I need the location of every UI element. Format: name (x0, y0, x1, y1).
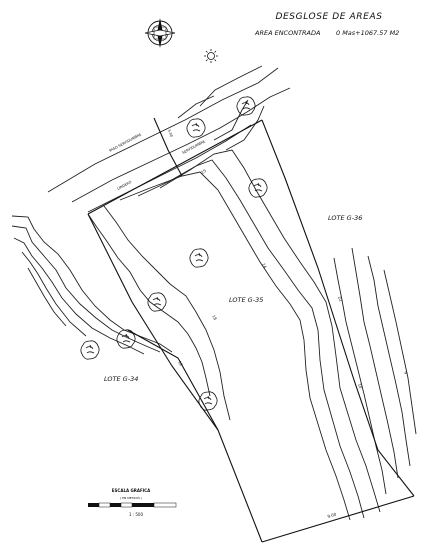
svg-text:22: 22 (337, 296, 344, 303)
lot-label-g36: LOTE G-36 (328, 214, 362, 222)
area-value: 0 Mas+1067.57 M2 (336, 29, 399, 37)
lot-label-g34: LOTE G-34 (104, 375, 138, 383)
svg-text:PASO SERVIDUMBRE: PASO SERVIDUMBRE (109, 133, 142, 153)
plan-title: DESGLOSE DE AREAS (275, 12, 382, 22)
contour-lines-middle (119, 99, 381, 521)
contour-lines-left (11, 205, 231, 421)
lot-label-g35: LOTE G-35 (229, 296, 263, 304)
area-label: AREA ENCONTRADA (254, 29, 320, 37)
svg-text:12: 12 (177, 360, 184, 367)
scale-sub: ( EN METROS ) (120, 496, 142, 500)
contour-lines-right (333, 247, 417, 495)
svg-text:LINDERO: LINDERO (117, 180, 133, 191)
tree-icon (189, 248, 209, 268)
lot-boundaries (87, 117, 415, 543)
scale-heading: ESCALA GRAFICA (112, 488, 151, 493)
tree-icon (186, 118, 206, 138)
svg-text:10: 10 (357, 383, 364, 390)
tree-icons (80, 96, 268, 411)
svg-text:15: 15 (200, 168, 207, 175)
svg-text:14: 14 (261, 262, 268, 269)
svg-text:9.00: 9.00 (327, 511, 337, 519)
tree-icon (80, 340, 100, 360)
svg-text:18: 18 (211, 314, 218, 321)
road-contours-top (47, 65, 291, 213)
graphic-scale: ESCALA GRAFICA ( EN METROS ) 1 : 500 (88, 488, 177, 517)
compass-rose-icon (144, 18, 176, 48)
sun-icon (204, 49, 218, 63)
svg-text:5.00: 5.00 (167, 129, 173, 138)
svg-text:9: 9 (403, 371, 409, 376)
scale-ratio: 1 : 500 (129, 512, 144, 517)
tree-icon (248, 178, 268, 198)
